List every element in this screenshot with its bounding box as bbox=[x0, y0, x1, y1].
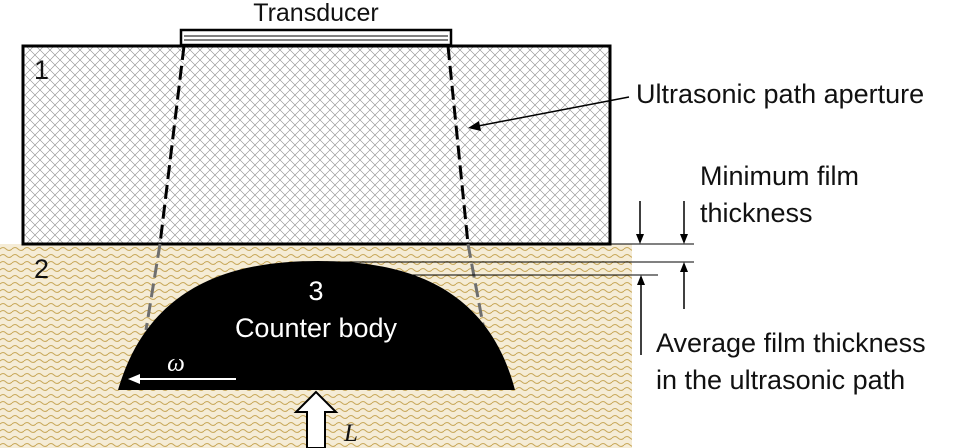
block-1 bbox=[21, 44, 612, 246]
aperture-leader-arrowhead bbox=[468, 121, 481, 131]
transducer bbox=[179, 28, 453, 47]
avg-film-label-line1: Average film thickness bbox=[656, 328, 926, 358]
min-film-label-line2: thickness bbox=[700, 198, 813, 228]
counter-body bbox=[118, 261, 515, 390]
load-arrow bbox=[293, 390, 339, 448]
min-film-arrow-down-left bbox=[636, 234, 644, 244]
min-film-arrow-up bbox=[680, 262, 688, 272]
min-film-arrow-down-right bbox=[680, 234, 688, 244]
avg-film-label-line2: in the ultrasonic path bbox=[656, 365, 905, 395]
avg-film-arrow-up bbox=[637, 275, 645, 285]
rotation-arrowhead bbox=[128, 374, 140, 384]
omega-label: ω bbox=[167, 350, 185, 377]
aperture-left-line bbox=[158, 45, 186, 245]
load-label: L bbox=[343, 420, 358, 447]
transducer-label: Transducer bbox=[253, 0, 379, 27]
region-2-label: 2 bbox=[34, 254, 49, 284]
block-1-label: 1 bbox=[34, 55, 49, 85]
counter-body-label: Counter body bbox=[235, 313, 398, 343]
min-film-label-line1: Minimum film bbox=[700, 161, 859, 191]
aperture-label: Ultrasonic path aperture bbox=[636, 79, 924, 109]
aperture-left-line-fluid bbox=[144, 243, 162, 331]
aperture-right-line-fluid bbox=[466, 243, 486, 331]
aperture-leader bbox=[477, 96, 630, 127]
aperture-right-line bbox=[446, 45, 470, 245]
counter-body-number: 3 bbox=[308, 276, 323, 306]
